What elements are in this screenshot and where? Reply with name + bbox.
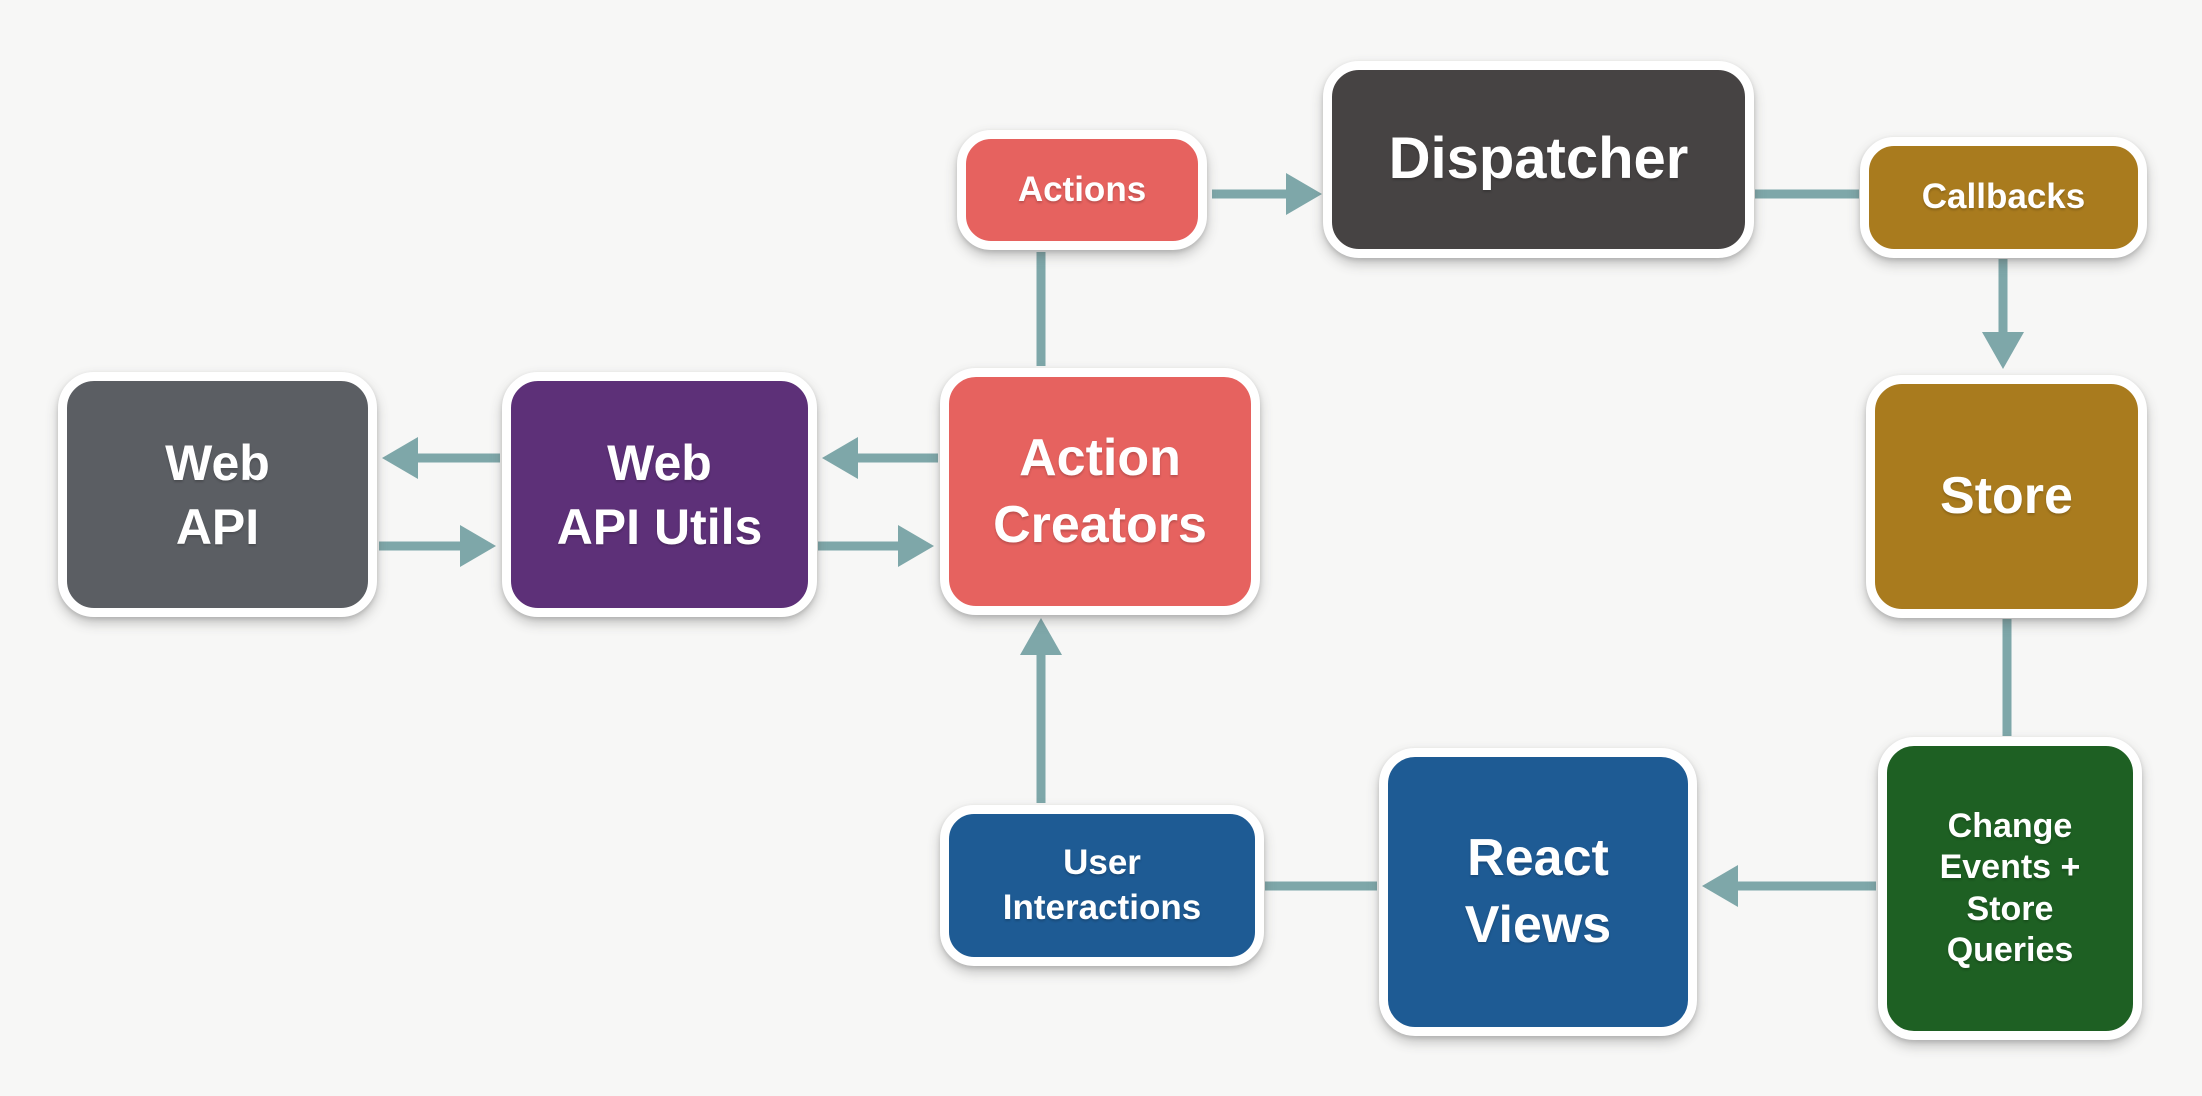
node-web-api-utils-label: Web API Utils bbox=[556, 434, 763, 555]
node-user-interactions-label: User Interactions bbox=[1002, 842, 1202, 927]
edge-action-creators-to-web-api-utils bbox=[822, 437, 938, 479]
node-actions-label: Actions bbox=[1017, 169, 1147, 209]
node-change-events: Change Events + Store Queries bbox=[1878, 737, 2142, 1040]
edge-change-events-to-react-views bbox=[1702, 865, 1876, 907]
node-store: Store bbox=[1866, 375, 2147, 618]
node-callbacks: Callbacks bbox=[1860, 137, 2147, 258]
node-react-views-label: React Views bbox=[1464, 829, 1612, 954]
edge-user-interactions-to-action-creators bbox=[1020, 618, 1062, 803]
node-action-creators-label: Action Creators bbox=[993, 428, 1207, 554]
edge-actions-to-dispatcher bbox=[1212, 173, 1322, 215]
node-web-api: Web API bbox=[58, 372, 377, 617]
node-react-views: React Views bbox=[1379, 748, 1697, 1036]
node-dispatcher: Dispatcher bbox=[1323, 61, 1754, 258]
node-web-api-label: Web API bbox=[165, 434, 270, 555]
node-actions: Actions bbox=[957, 130, 1207, 250]
node-store-label: Store bbox=[1940, 467, 2073, 526]
node-dispatcher-label: Dispatcher bbox=[1388, 126, 1689, 192]
edge-web-api-utils-to-web-api bbox=[382, 437, 500, 479]
node-action-creators: Action Creators bbox=[940, 368, 1260, 615]
node-change-events-label: Change Events + Store Queries bbox=[1939, 806, 2081, 969]
node-web-api-utils: Web API Utils bbox=[502, 372, 817, 617]
edge-web-api-to-web-api-utils bbox=[379, 525, 496, 567]
edge-web-api-utils-to-action-creators bbox=[818, 525, 934, 567]
node-user-interactions: User Interactions bbox=[940, 805, 1264, 966]
node-callbacks-label: Callbacks bbox=[1921, 177, 2086, 217]
edge-callbacks-to-store bbox=[1982, 259, 2024, 369]
